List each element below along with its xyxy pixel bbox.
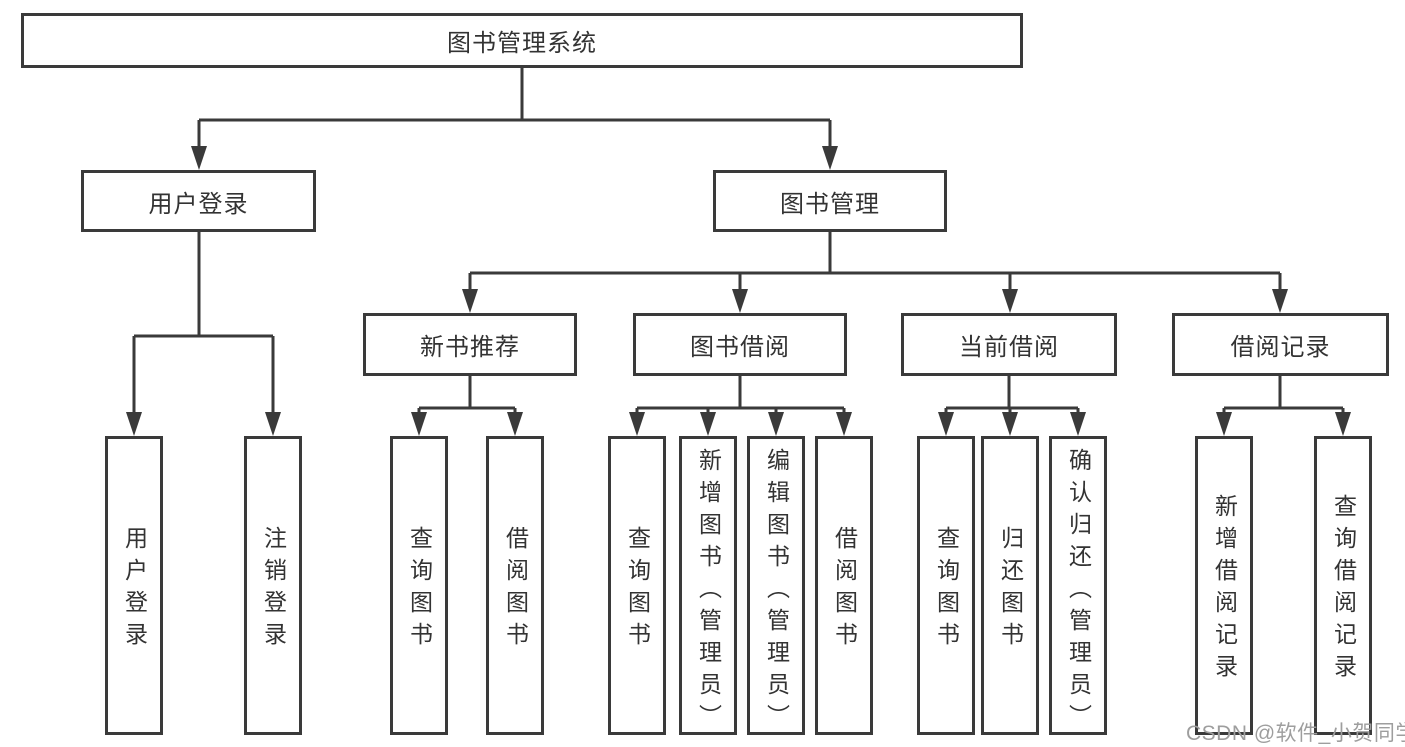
leaf-confirm-return-admin-label: 确认归还（管理员） [1065,448,1092,736]
leaf-user-login-label: 用户登录 [121,526,148,654]
leaf-confirm-return-admin: 确认归还（管理员） [1049,436,1107,736]
leaf-add-borrow-record-label: 新增借阅记录 [1211,494,1238,686]
leaf-add-books-admin: 新增图书（管理员） [679,436,737,736]
node-borrowing-records-label: 借阅记录 [1230,334,1331,361]
node-book-borrowing: 图书借阅 [633,313,847,376]
node-root-label: 图书管理系统 [447,30,597,57]
leaf-user-login: 用户登录 [105,436,163,735]
connector-lines [132,68,1345,418]
leaf-query-borrow-record-label: 查询借阅记录 [1330,494,1357,686]
leaf-query-borrow-record: 查询借阅记录 [1314,436,1372,735]
node-root: 图书管理系统 [21,13,1023,68]
node-borrowing-records: 借阅记录 [1172,313,1389,376]
leaf-add-borrow-record: 新增借阅记录 [1195,436,1253,735]
leaf-borrow-books-newrec: 借阅图书 [486,436,544,735]
leaf-query-books-borrowing: 查询图书 [608,436,666,735]
leaf-query-books-current-label: 查询图书 [933,526,960,654]
node-current-borrowing-label: 当前借阅 [959,334,1059,361]
leaf-borrow-books-newrec-label: 借阅图书 [502,526,529,654]
leaf-return-books-label: 归还图书 [997,526,1024,654]
leaf-borrow-books-borrowing: 借阅图书 [815,436,873,735]
arrowhead-icons [126,146,1351,436]
leaf-query-books-borrowing-label: 查询图书 [624,526,651,654]
node-user-login-label: 用户登录 [148,190,249,218]
leaf-add-books-admin-label: 新增图书（管理员） [695,448,722,736]
node-user-login: 用户登录 [81,170,316,232]
leaf-query-books-newrec-label: 查询图书 [406,526,433,654]
leaf-edit-books-admin: 编辑图书（管理员） [747,436,805,736]
leaf-logout-login: 注销登录 [244,436,302,735]
leaf-query-books-current: 查询图书 [917,436,975,735]
leaf-return-books: 归还图书 [981,436,1039,735]
node-book-management: 图书管理 [713,170,947,232]
node-book-management-label: 图书管理 [780,190,880,218]
node-new-book-recommend-label: 新书推荐 [420,334,520,361]
node-book-borrowing-label: 图书借阅 [690,334,790,361]
node-new-book-recommend: 新书推荐 [363,313,577,376]
leaf-logout-login-label: 注销登录 [260,526,287,654]
node-current-borrowing: 当前借阅 [901,313,1117,376]
leaf-query-books-newrec: 查询图书 [390,436,448,735]
leaf-edit-books-admin-label: 编辑图书（管理员） [763,448,790,736]
leaf-borrow-books-borrowing-label: 借阅图书 [831,526,858,654]
watermark: CSDN @软件_小贺同学 [1186,722,1405,745]
